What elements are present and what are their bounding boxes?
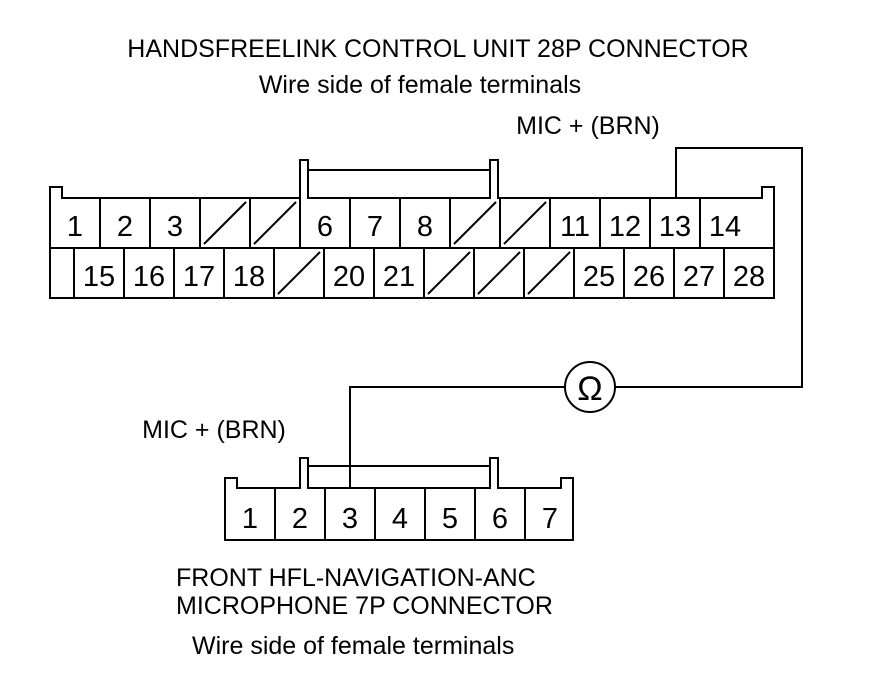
top-row2-empty-cavity	[527, 251, 571, 295]
ohmmeter: Ω	[564, 361, 616, 413]
top-row1-pin-13: 13	[659, 211, 691, 243]
bottom-pin-7: 7	[542, 503, 558, 535]
top-row1-pin-2: 2	[117, 211, 133, 243]
top-row1-pin-6: 6	[317, 211, 333, 243]
top-row1-pin-1: 1	[67, 211, 83, 243]
top-row2-pin-20: 20	[333, 261, 365, 293]
top-row2-empty-cavity	[277, 251, 321, 295]
bottom-connector: 1 2 3 4 5 6 7	[224, 457, 574, 541]
top-row1-pin-11: 11	[560, 211, 590, 243]
top-row1-empty-cavity	[253, 201, 297, 245]
top-row2-pin-26: 26	[633, 261, 665, 293]
top-row1-empty-cavity	[203, 201, 247, 245]
top-row2-pin-25: 25	[583, 261, 615, 293]
top-row1-empty-cavity	[453, 201, 497, 245]
bottom-wire-label: MIC + (BRN)	[142, 416, 286, 444]
top-row1-pin-12: 12	[609, 211, 641, 243]
bottom-connector-subtitle: Wire side of female terminals	[192, 632, 514, 660]
top-row2-pin-17: 17	[183, 261, 215, 293]
wire-pin13-to-meter	[615, 147, 803, 388]
bottom-pin-2: 2	[292, 503, 308, 535]
wire-meter-to-pin3	[349, 386, 565, 488]
bottom-pin-4: 4	[392, 503, 408, 535]
top-row2-pin-27: 27	[683, 261, 715, 293]
top-row2-pin-15: 15	[83, 261, 115, 293]
top-row1-pin-3: 3	[167, 211, 183, 243]
bottom-connector-pins: 1 2 3 4 5 6 7	[242, 488, 558, 540]
top-row2-pin-28: 28	[733, 261, 765, 293]
top-row2-pin-16: 16	[133, 261, 165, 293]
top-row2-pin-21: 21	[383, 261, 415, 293]
top-row1-pin-8: 8	[417, 211, 433, 243]
top-row1-empty-cavity	[503, 201, 547, 245]
bottom-pin-5: 5	[442, 503, 458, 535]
top-connector-title: HANDSFREELINK CONTROL UNIT 28P CONNECTOR	[127, 35, 748, 63]
top-row2-empty-cavity	[427, 251, 471, 295]
top-connector-row2: 15 16 17 18 20 21 25 26 27 28	[73, 248, 765, 298]
bottom-connector-title-line2: MICROPHONE 7P CONNECTOR	[176, 592, 553, 620]
bottom-pin-3: 3	[342, 503, 358, 535]
top-connector-subtitle: Wire side of female terminals	[259, 71, 581, 99]
ohm-symbol: Ω	[577, 370, 602, 408]
top-row2-empty-cavity	[477, 251, 521, 295]
top-row1-pin-14: 14	[709, 211, 741, 243]
top-row1-pin-7: 7	[367, 211, 383, 243]
bottom-pin-6: 6	[492, 503, 508, 535]
top-wire-label: MIC + (BRN)	[516, 112, 660, 140]
bottom-pin-1: 1	[242, 503, 258, 535]
bottom-connector-title-line1: FRONT HFL-NAVIGATION-ANC	[176, 564, 536, 592]
top-row2-pin-18: 18	[233, 261, 265, 293]
